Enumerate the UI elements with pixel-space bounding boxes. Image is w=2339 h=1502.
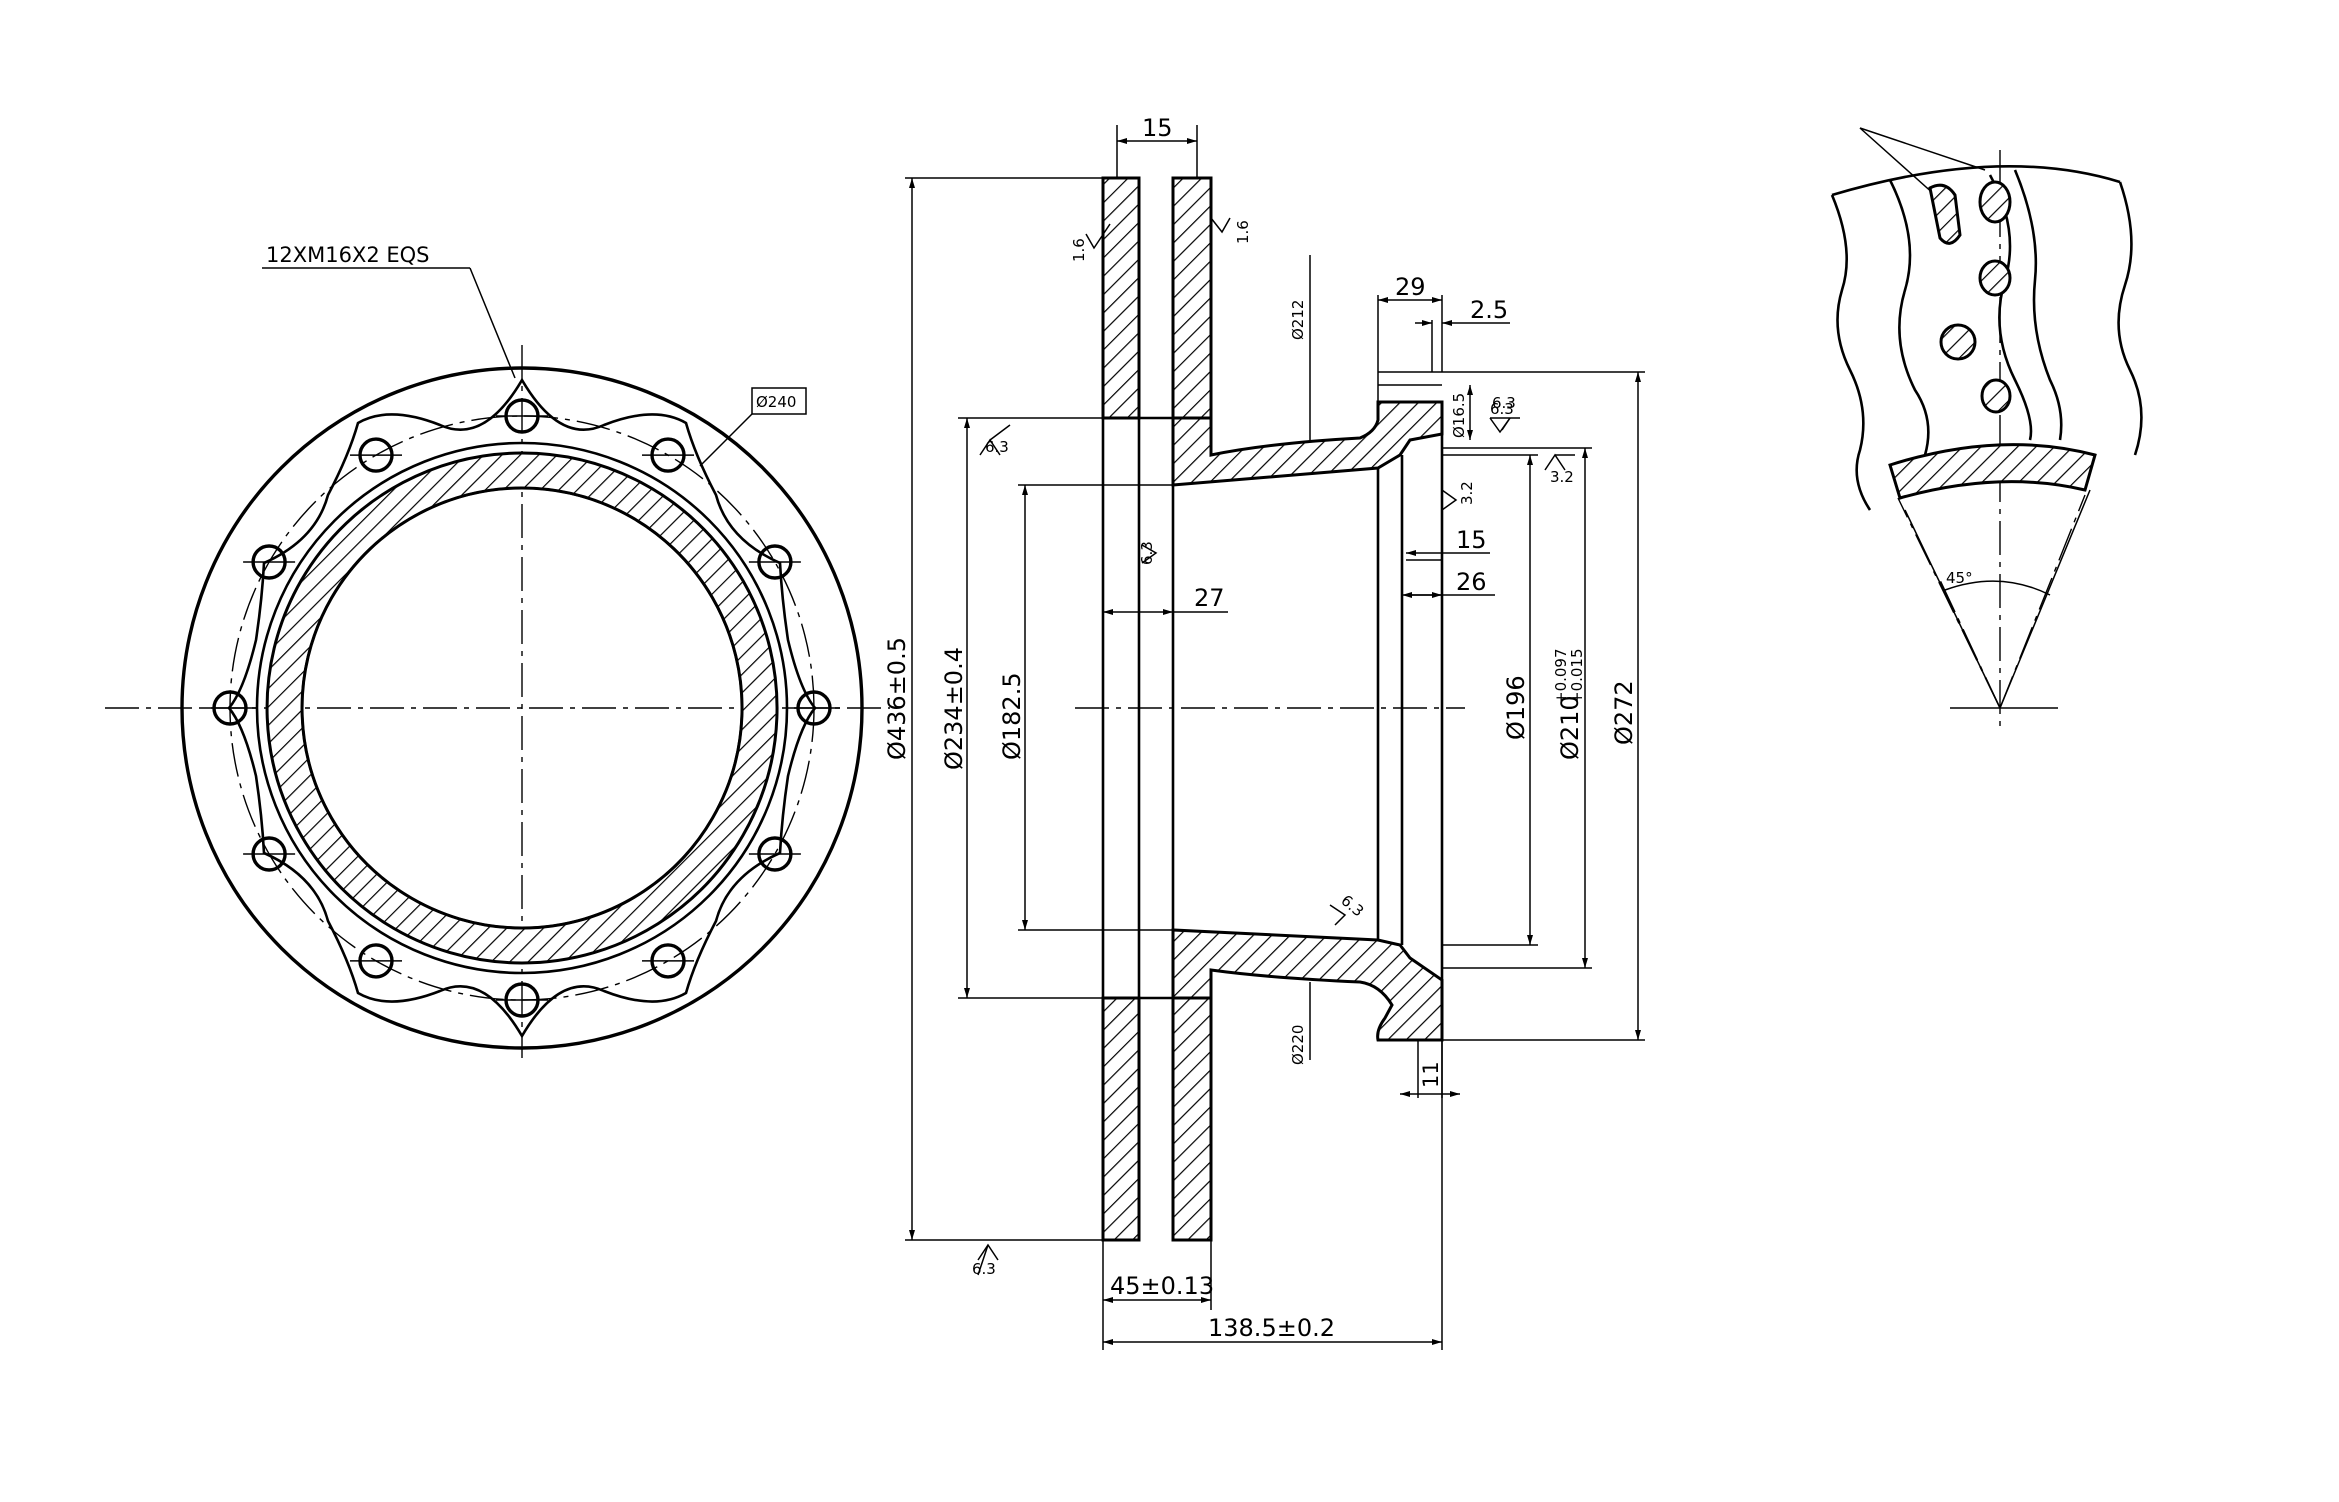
front-view: 12XM16X2 EQS Ø240	[105, 243, 890, 1058]
hub-section-top	[1171, 400, 1444, 487]
svg-text:15: 15	[1142, 114, 1173, 142]
dim-hole-dia: Ø16.5	[1450, 385, 1473, 440]
dim-disc-thickness: 45±0.13	[1102, 1240, 1214, 1310]
dim-dia-196: Ø196	[1442, 454, 1538, 946]
svg-text:6.3: 6.3	[1492, 394, 1516, 412]
svg-text:Ø210: Ø210	[1556, 695, 1584, 760]
svg-text:26: 26	[1456, 568, 1487, 596]
svg-text:15: 15	[1456, 526, 1487, 554]
svg-text:27: 27	[1194, 584, 1225, 612]
detail-holes	[1928, 180, 2012, 414]
svg-text:6.3: 6.3	[972, 1260, 996, 1278]
svg-text:Ø196: Ø196	[1502, 675, 1530, 740]
svg-text:+0.097: +0.097	[1552, 648, 1570, 704]
right-plate-top	[1171, 176, 1213, 420]
svg-text:Ø272: Ø272	[1610, 680, 1638, 745]
roughness-r10: 6.3	[1492, 394, 1516, 431]
dim-bore-depth-1: 15	[1406, 526, 1490, 556]
dim-flange-width: 15	[1116, 114, 1198, 178]
roughness-r3: 6.3	[979, 424, 1011, 456]
svg-text:45±0.13: 45±0.13	[1110, 1272, 1214, 1300]
detail-right-wave	[2117, 181, 2143, 456]
left-plate-top	[1101, 176, 1141, 420]
roughness-r8: 3.2	[1544, 453, 1575, 486]
dim-dia-182: Ø182.5	[998, 484, 1173, 931]
svg-text:Ø182.5: Ø182.5	[998, 672, 1026, 760]
right-plate-bottom	[1171, 996, 1213, 1242]
roughness-r9: 6.3	[972, 1243, 999, 1278]
roughness-r1: 1.6	[1070, 223, 1111, 262]
detail-leaders	[1859, 127, 1986, 196]
angle-arc	[1944, 580, 2051, 596]
dim-step: 2.5	[1415, 296, 1510, 372]
svg-text:2.5: 2.5	[1470, 296, 1508, 324]
detail-angle-label: 45°	[1946, 569, 1973, 587]
detail-top-arc	[1831, 164, 2121, 197]
dim-offset: 11	[1400, 1040, 1460, 1098]
roughness-symbols: 1.6 1.6 6.3 6.3 6.3 6.3	[972, 217, 1575, 1278]
dim-overall-length: 138.5±0.2	[1102, 1040, 1443, 1350]
svg-text:Ø436±0.5: Ø436±0.5	[883, 637, 911, 760]
detail-hub-arc	[1888, 443, 2097, 500]
svg-text:6.3: 6.3	[985, 438, 1009, 456]
svg-text:6.3: 6.3	[1138, 541, 1156, 565]
svg-text:1.6: 1.6	[1070, 238, 1088, 262]
roughness-r7: 3.2	[1441, 481, 1476, 511]
section-view: 15 Ø436±0.5 Ø234±0.4 Ø182.5 27	[883, 114, 1645, 1350]
bore-circle	[300, 486, 744, 930]
svg-text:Ø220: Ø220	[1289, 1025, 1307, 1065]
svg-text:29: 29	[1395, 273, 1426, 301]
roughness-r6: 6.3	[1329, 891, 1367, 926]
svg-text:Ø16.5: Ø16.5	[1450, 393, 1468, 438]
svg-text:Ø212: Ø212	[1289, 300, 1307, 340]
hub-outer-circle	[255, 441, 789, 975]
pcd-box: Ø240	[699, 387, 807, 467]
dim-bore-depth-2: 26	[1402, 568, 1495, 598]
svg-text:11: 11	[1419, 1061, 1443, 1088]
detail-hole	[1939, 323, 1977, 361]
svg-text:3.2: 3.2	[1550, 468, 1574, 486]
detail-vane-right	[2013, 169, 2063, 441]
svg-text:+0.015: +0.015	[1568, 648, 1586, 704]
svg-text:6.3: 6.3	[1337, 891, 1367, 920]
dim-dia-outer: Ø436±0.5	[883, 177, 1103, 1241]
pcd-box-text: Ø240	[756, 393, 796, 411]
svg-text:Ø234±0.4: Ø234±0.4	[940, 647, 968, 770]
detail-slot	[1928, 183, 1962, 245]
svg-text:1.6: 1.6	[1234, 220, 1252, 244]
detail-hole	[1978, 180, 2012, 224]
svg-text:6.3: 6.3	[1490, 400, 1514, 418]
dim-dia-210: Ø210 +0.097 +0.015	[1442, 447, 1592, 969]
bolt-callout-text: 12XM16X2 EQS	[266, 243, 430, 267]
dim-dia-272: Ø272	[1442, 371, 1645, 1041]
section-outline	[1101, 371, 1444, 1000]
left-plate-bottom	[1101, 996, 1141, 1242]
dim-hub-length: 29	[1377, 273, 1443, 372]
bolt-callout: 12XM16X2 EQS	[262, 243, 516, 379]
dim-dia-212: Ø212	[1289, 255, 1311, 440]
dim-dia-220: Ø220	[1289, 982, 1311, 1065]
bolt-holes	[204, 398, 840, 1018]
hub-section-bottom	[1171, 928, 1444, 1042]
scallop-ring	[227, 377, 817, 1039]
detail-view: 45°	[1830, 127, 2143, 728]
detail-vane-left	[1888, 179, 1930, 456]
detail-hole	[1980, 378, 2012, 414]
detail-vane-mid	[1988, 174, 2033, 441]
detail-hole	[1978, 259, 2012, 297]
svg-text:3.2: 3.2	[1458, 481, 1476, 505]
roughness-r4: 6.3	[1138, 541, 1158, 565]
dim-dia-inner-ring: Ø234±0.4	[940, 417, 1103, 999]
roughness-r5: 6.3	[1489, 400, 1520, 434]
svg-text:138.5±0.2: 138.5±0.2	[1208, 1314, 1335, 1342]
detail-left-wave	[1830, 194, 1872, 511]
roughness-r2: 1.6	[1210, 217, 1252, 244]
dim-vane-gap: 27	[1103, 584, 1228, 615]
outer-rim	[180, 366, 864, 1050]
